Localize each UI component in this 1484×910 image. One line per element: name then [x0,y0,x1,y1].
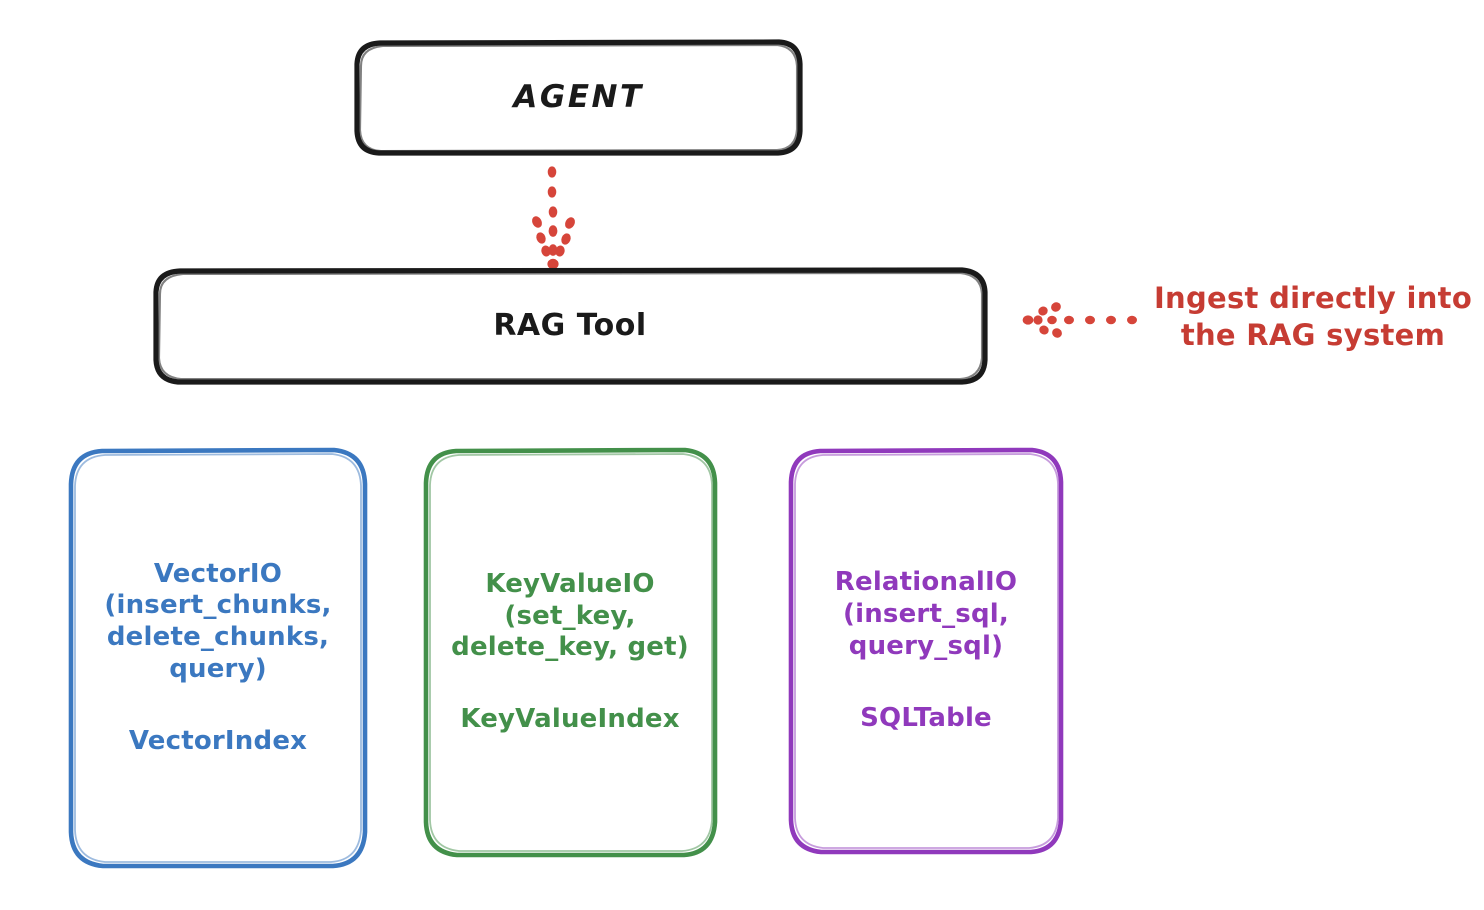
key-value-io-box[interactable] [423,447,718,858]
relational-io-box[interactable] [788,447,1064,855]
vector-io-box[interactable] [68,447,368,869]
rag-tool-box[interactable] [153,267,988,385]
agent-to-rag-arrow [532,166,575,270]
ingest-arrow [1022,302,1137,338]
agent-box[interactable] [354,39,803,156]
